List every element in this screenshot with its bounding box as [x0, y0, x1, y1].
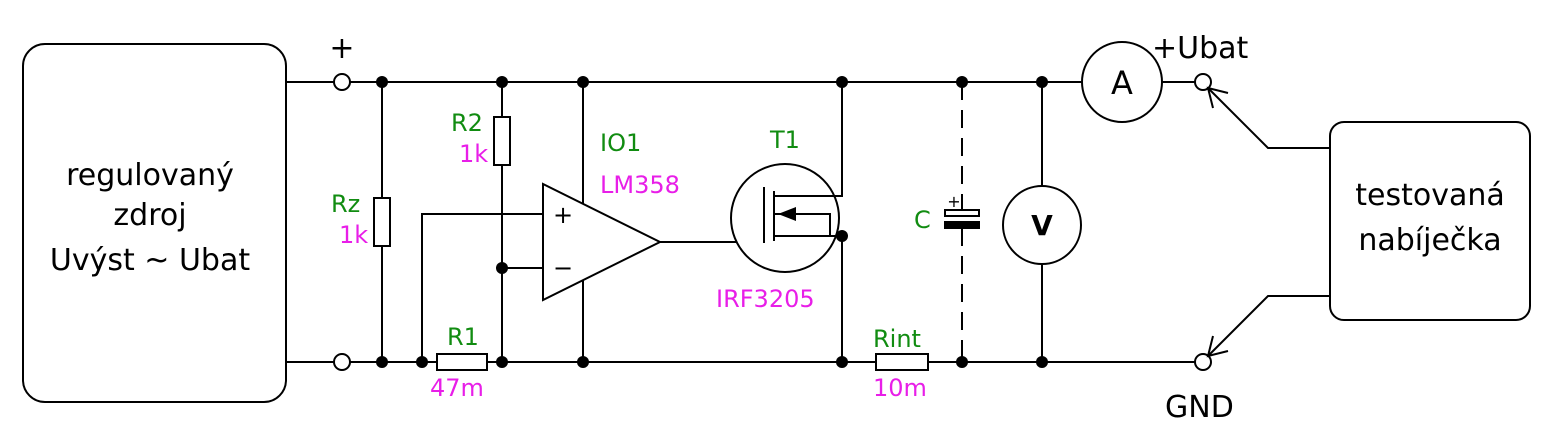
r1-resistor	[436, 353, 488, 371]
ammeter	[1081, 41, 1163, 123]
source-line2: zdroj	[113, 198, 186, 233]
charger-lead-plus	[1207, 87, 1330, 149]
rint-name: Rint	[873, 325, 921, 353]
rz-value: 1k	[339, 221, 368, 249]
cap-plate-plus	[944, 209, 980, 217]
cap-plus: +	[947, 192, 960, 211]
voltmeter-label: V	[1031, 209, 1053, 242]
cap-plate-minus	[944, 221, 980, 229]
opamp-plus: +	[553, 201, 573, 229]
charger-box	[1329, 121, 1531, 321]
arrow-plus	[1206, 86, 1229, 109]
mosfet-t1	[730, 163, 840, 273]
source-box	[22, 43, 287, 403]
source-line1: regulovaný	[66, 158, 234, 193]
charger-line1: testovaná	[1355, 178, 1505, 213]
charger-lead-minus	[1207, 295, 1330, 357]
rint-value: 10m	[873, 374, 927, 402]
opamp-minus: −	[553, 254, 573, 282]
mosfet-arrow	[778, 207, 796, 221]
terminal-left-top	[333, 73, 351, 91]
plus-left-label: +	[329, 31, 354, 66]
ammeter-label: A	[1111, 64, 1133, 102]
c-name: C	[914, 206, 931, 234]
t1-name: T1	[769, 126, 800, 154]
rz-name: Rz	[331, 190, 360, 218]
source-line3: Uvýst ~ Ubat	[50, 243, 250, 278]
io1-value: LM358	[600, 171, 680, 199]
r2-resistor	[493, 116, 511, 166]
io1-name: IO1	[600, 129, 641, 157]
terminal-gnd	[1194, 353, 1212, 371]
ubat-label: +Ubat	[1152, 31, 1249, 66]
terminal-ubat	[1194, 73, 1212, 91]
r2-value: 1k	[459, 140, 488, 168]
rint-resistor	[875, 353, 929, 371]
charger-line2: nabíječka	[1358, 223, 1501, 258]
junction-dots	[376, 76, 1048, 368]
r1-value: 47m	[430, 374, 484, 402]
r2-name: R2	[451, 109, 483, 137]
r1-name: R1	[447, 323, 479, 351]
opamp-lm358	[542, 182, 663, 302]
arrow-minus	[1206, 335, 1229, 358]
terminal-left-bottom	[333, 353, 351, 371]
t1-value: IRF3205	[716, 285, 815, 313]
rz-resistor	[373, 197, 391, 247]
gnd-label: GND	[1165, 390, 1234, 425]
